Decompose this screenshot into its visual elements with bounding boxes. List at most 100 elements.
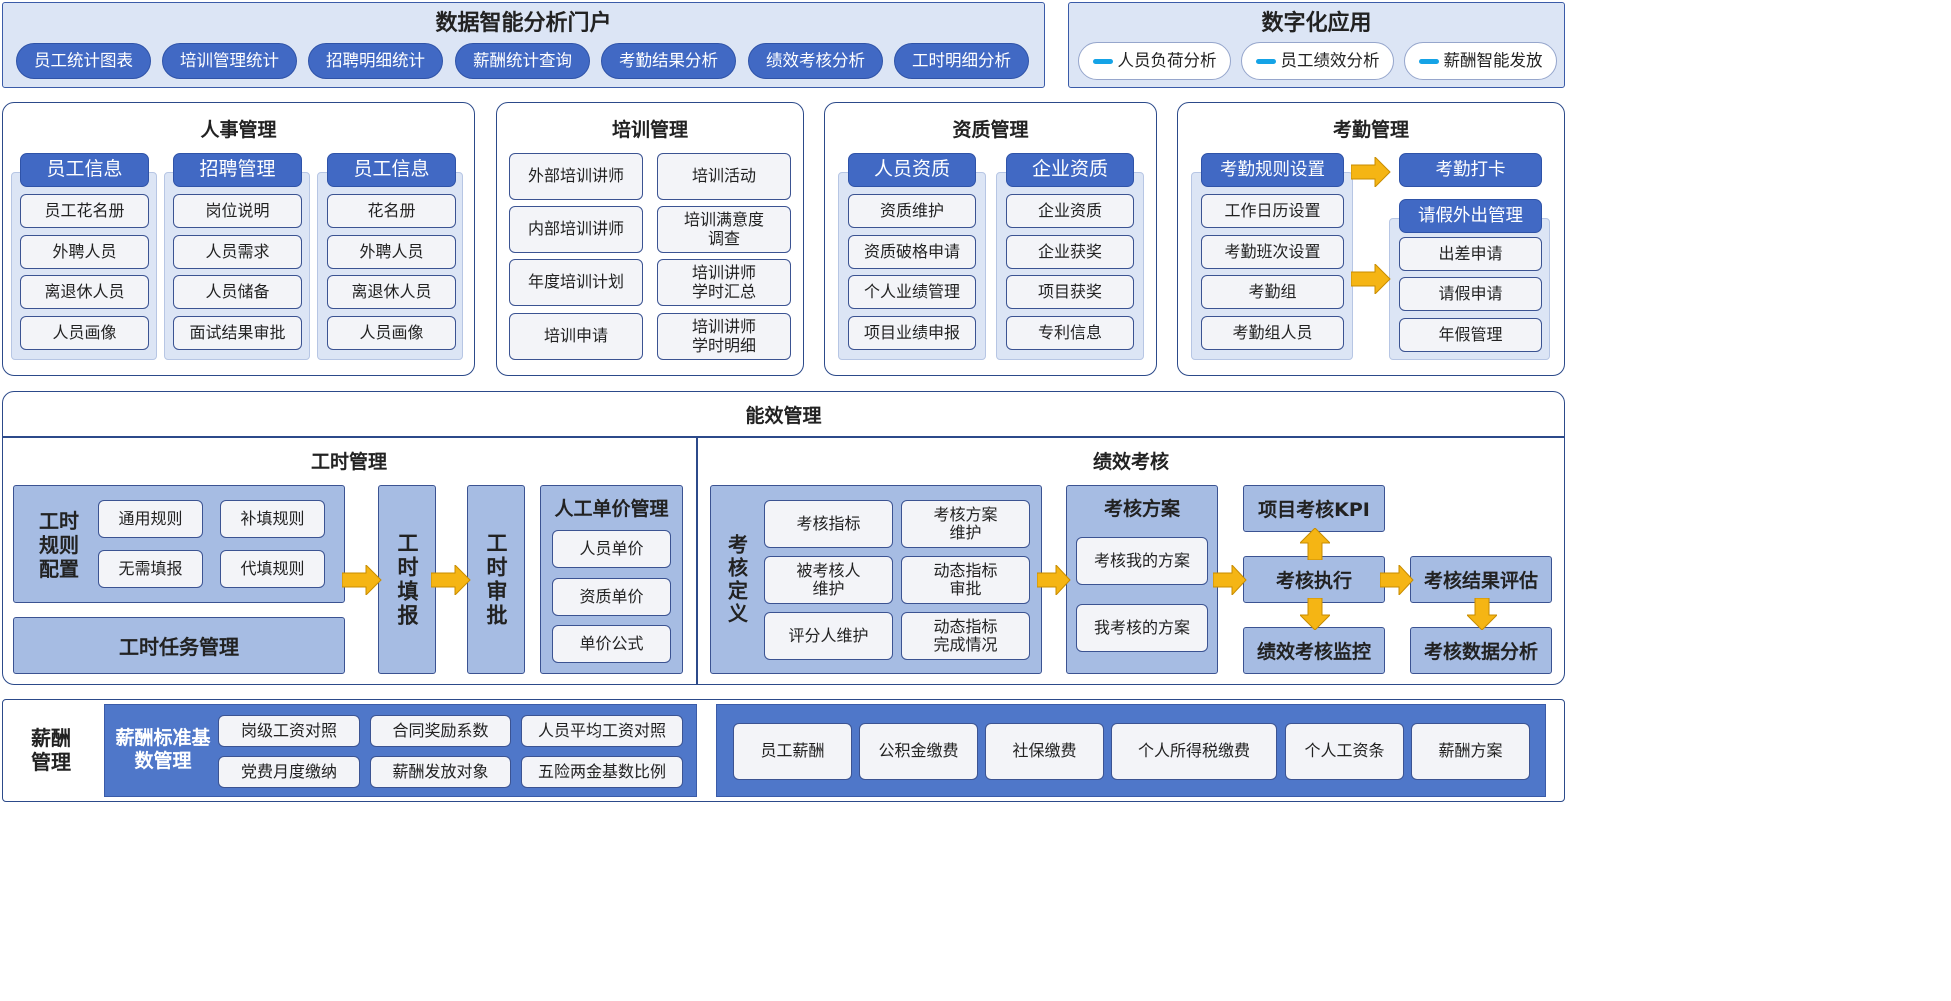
salary-item-social[interactable]: 社保缴费 — [985, 723, 1104, 780]
attend-rules-header[interactable]: 考勤规则设置 — [1201, 153, 1344, 187]
hours-cost-title: 人工单价管理 — [554, 497, 669, 520]
hours-cost-qual[interactable]: 资质单价 — [552, 578, 671, 616]
hr-item-interview-approval[interactable]: 面试结果审批 — [173, 316, 302, 350]
portal-item-training-stats[interactable]: 培训管理统计 — [162, 43, 297, 79]
qual-header-personal[interactable]: 人员资质 — [848, 153, 976, 187]
perf-eval[interactable]: 考核结果评估 — [1410, 556, 1552, 603]
qual-item-project-perf[interactable]: 项目业绩申报 — [848, 316, 976, 350]
qual-item-maintain[interactable]: 资质维护 — [848, 194, 976, 228]
perf-exec[interactable]: 考核执行 — [1243, 556, 1385, 603]
attend-punch[interactable]: 考勤打卡 — [1399, 153, 1542, 187]
salary-std-label: 薪酬标准基数管理 — [115, 727, 211, 772]
hr-item-external[interactable]: 外聘人员 — [20, 235, 149, 269]
arrow-up-icon — [1300, 528, 1330, 560]
hr-header-recruit[interactable]: 招聘管理 — [173, 153, 302, 187]
hours-approve[interactable]: 工时审批 — [467, 485, 525, 674]
digital-title: 数字化应用 — [1261, 11, 1372, 36]
hr-item-retired[interactable]: 离退休人员 — [20, 275, 149, 309]
training-hours-summary[interactable]: 培训讲师 学时汇总 — [657, 259, 791, 306]
qual-item-personal-perf[interactable]: 个人业绩管理 — [848, 275, 976, 309]
hr-item-profile[interactable]: 人员画像 — [20, 316, 149, 350]
portal-item-staff-charts[interactable]: 员工统计图表 — [16, 43, 151, 79]
hr-header-staff-info-2[interactable]: 员工信息 — [327, 153, 456, 187]
hr-header-staff-info[interactable]: 员工信息 — [20, 153, 149, 187]
qual-item-enterprise-award[interactable]: 企业获奖 — [1006, 235, 1134, 269]
perf-def-indicator[interactable]: 考核指标 — [764, 500, 893, 548]
qual-item-patent[interactable]: 专利信息 — [1006, 316, 1134, 350]
hr-item-retired-2[interactable]: 离退休人员 — [327, 275, 456, 309]
salary-item-payslip[interactable]: 个人工资条 — [1285, 723, 1404, 780]
portal-item-attendance-analysis[interactable]: 考勤结果分析 — [601, 43, 736, 79]
portal-title: 数据智能分析门户 — [435, 11, 612, 36]
salary-item-tax[interactable]: 个人所得税缴费 — [1111, 723, 1277, 780]
salary-std-avg[interactable]: 人员平均工资对照 — [521, 715, 683, 747]
qual-item-enterprise[interactable]: 企业资质 — [1006, 194, 1134, 228]
qual-header-enterprise[interactable]: 企业资质 — [1006, 153, 1134, 187]
attend-trip[interactable]: 出差申请 — [1399, 237, 1542, 271]
hr-item-roster[interactable]: 员工花名册 — [20, 194, 149, 228]
perf-def-assessee[interactable]: 被考核人 维护 — [764, 556, 893, 604]
hr-item-roster-2[interactable]: 花名册 — [327, 194, 456, 228]
attend-calendar[interactable]: 工作日历设置 — [1201, 194, 1344, 228]
hr-item-demand[interactable]: 人员需求 — [173, 235, 302, 269]
digital-item-load-analysis[interactable]: 人员负荷分析 — [1078, 42, 1231, 80]
arrow-right-icon — [1213, 565, 1247, 595]
salary-std-grade[interactable]: 岗级工资对照 — [218, 715, 360, 747]
hours-rule-proxy[interactable]: 代填规则 — [220, 550, 325, 588]
arrow-right-icon — [431, 565, 471, 595]
perf-def-dyn-complete[interactable]: 动态指标 完成情况 — [901, 612, 1030, 660]
attend-leave-apply[interactable]: 请假申请 — [1399, 277, 1542, 311]
attend-leave-header[interactable]: 请假外出管理 — [1399, 199, 1542, 233]
salary-item-plan[interactable]: 薪酬方案 — [1411, 723, 1530, 780]
hr-item-profile-2[interactable]: 人员画像 — [327, 316, 456, 350]
training-apply[interactable]: 培训申请 — [509, 313, 643, 360]
salary-std-insurance[interactable]: 五险两金基数比例 — [521, 756, 683, 788]
hr-item-external-2[interactable]: 外聘人员 — [327, 235, 456, 269]
portal-item-salary-query[interactable]: 薪酬统计查询 — [455, 43, 590, 79]
portal-item-hours-analysis[interactable]: 工时明细分析 — [894, 43, 1029, 79]
attend-group[interactable]: 考勤组 — [1201, 275, 1344, 309]
attend-shifts[interactable]: 考勤班次设置 — [1201, 235, 1344, 269]
hr-item-reserve[interactable]: 人员储备 — [173, 275, 302, 309]
portal-item-recruit-stats[interactable]: 招聘明细统计 — [308, 43, 443, 79]
salary-std-party-fee[interactable]: 党费月度缴纳 — [218, 756, 360, 788]
hours-task-mgmt[interactable]: 工时任务管理 — [13, 617, 345, 674]
attend-group-members[interactable]: 考勤组人员 — [1201, 316, 1344, 350]
training-satisfaction-survey[interactable]: 培训满意度 调查 — [657, 206, 791, 253]
hours-title: 工时管理 — [310, 450, 387, 473]
hours-rule-general[interactable]: 通用规则 — [98, 500, 203, 538]
digital-item-perf-analysis[interactable]: 员工绩效分析 — [1241, 42, 1394, 80]
hours-cost-formula[interactable]: 单价公式 — [552, 625, 671, 663]
training-activity[interactable]: 培训活动 — [657, 153, 791, 200]
training-hours-detail[interactable]: 培训讲师 学时明细 — [657, 313, 791, 360]
training-external-lecturer[interactable]: 外部培训讲师 — [509, 153, 643, 200]
perf-analysis[interactable]: 考核数据分析 — [1410, 627, 1552, 674]
perf-def-plan-maintain[interactable]: 考核方案 维护 — [901, 500, 1030, 548]
perf-plan-others[interactable]: 我考核的方案 — [1076, 604, 1208, 652]
qual-item-exception[interactable]: 资质破格申请 — [848, 235, 976, 269]
training-internal-lecturer[interactable]: 内部培训讲师 — [509, 206, 643, 253]
hours-fill[interactable]: 工时填报 — [378, 485, 436, 674]
training-annual-plan[interactable]: 年度培训计划 — [509, 259, 643, 306]
hours-cost-person[interactable]: 人员单价 — [552, 530, 671, 568]
perf-title: 绩效考核 — [1092, 450, 1169, 473]
digital-item-smart-pay[interactable]: 薪酬智能发放 — [1404, 42, 1557, 80]
attend-annual-leave[interactable]: 年假管理 — [1399, 318, 1542, 352]
perf-kpi[interactable]: 项目考核KPI — [1243, 485, 1385, 532]
perf-plan-title: 考核方案 — [1103, 497, 1180, 520]
perf-def-dyn-approve[interactable]: 动态指标 审批 — [901, 556, 1030, 604]
salary-std-contract[interactable]: 合同奖励系数 — [370, 715, 511, 747]
perf-def-scorer[interactable]: 评分人维护 — [764, 612, 893, 660]
salary-std-target[interactable]: 薪酬发放对象 — [370, 756, 511, 788]
hours-rule-none[interactable]: 无需填报 — [98, 550, 203, 588]
portal-item-performance-analysis[interactable]: 绩效考核分析 — [748, 43, 883, 79]
hours-rule-backfill[interactable]: 补填规则 — [220, 500, 325, 538]
salary-item-staff[interactable]: 员工薪酬 — [733, 723, 852, 780]
qual-item-project-award[interactable]: 项目获奖 — [1006, 275, 1134, 309]
salary-item-fund[interactable]: 公积金缴费 — [859, 723, 978, 780]
hr-item-job-desc[interactable]: 岗位说明 — [173, 194, 302, 228]
perf-plan-mine[interactable]: 考核我的方案 — [1076, 537, 1208, 585]
perf-monitor[interactable]: 绩效考核监控 — [1243, 627, 1385, 674]
arrow-right-icon — [1351, 264, 1391, 294]
arrow-down-icon — [1467, 598, 1497, 630]
